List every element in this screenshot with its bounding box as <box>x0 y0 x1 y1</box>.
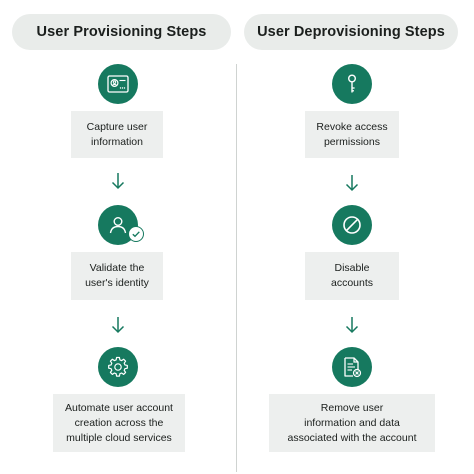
provisioning-step-2: Validate the user's identity <box>71 252 163 300</box>
deprovisioning-step-1: Revoke access permissions <box>305 111 399 158</box>
down-arrow-icon <box>345 317 359 334</box>
column-divider <box>236 64 237 472</box>
deprovisioning-step-2: Disable accounts <box>305 252 399 300</box>
key-icon <box>332 64 372 104</box>
down-arrow-icon <box>111 173 125 190</box>
block-icon <box>332 205 372 245</box>
id-card-icon <box>98 64 138 104</box>
delete-document-icon <box>332 347 372 387</box>
provisioning-step-1: Capture user information <box>71 111 163 158</box>
deprovisioning-step-3: Remove user information and data associa… <box>269 394 435 452</box>
check-badge-icon <box>128 226 144 242</box>
down-arrow-icon <box>345 175 359 192</box>
provisioning-title: User Provisioning Steps <box>12 14 231 50</box>
down-arrow-icon <box>111 317 125 334</box>
deprovisioning-title: User Deprovisioning Steps <box>244 14 458 50</box>
gear-icon <box>98 347 138 387</box>
provisioning-step-3: Automate user account creation across th… <box>53 394 185 452</box>
